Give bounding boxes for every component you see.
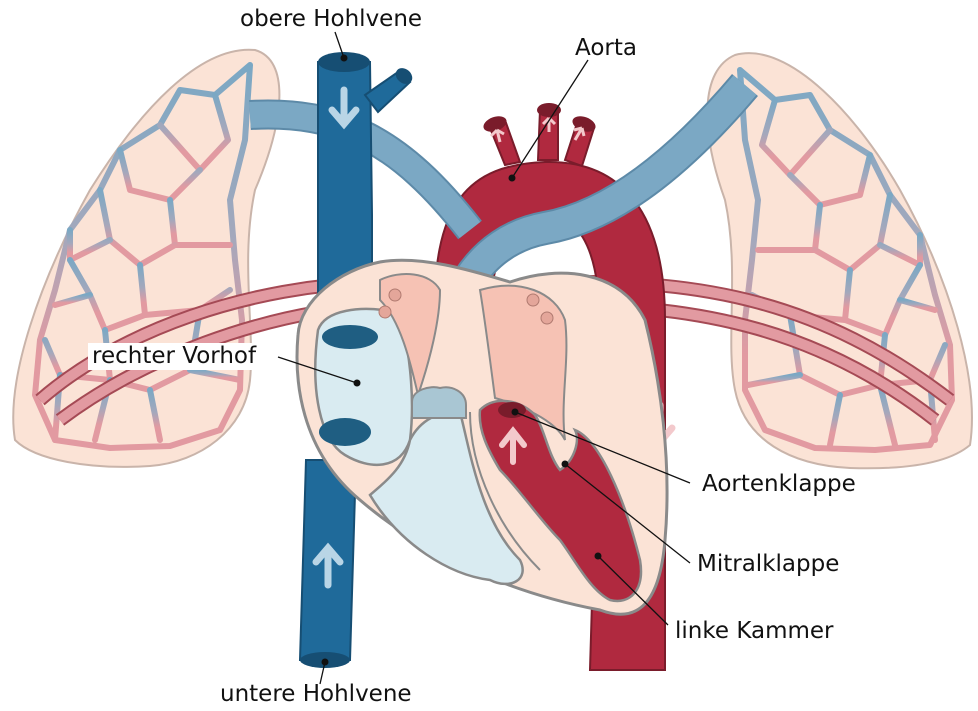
label-right-atrium: rechter Vorhof <box>88 343 260 370</box>
right-lung <box>707 53 972 468</box>
label-aortic-valve: Aortenklappe <box>702 473 856 496</box>
label-mitral-valve: Mitralklappe <box>697 553 839 576</box>
left-lung <box>13 50 279 467</box>
label-aorta: Aorta <box>575 37 637 60</box>
label-superior-vena-cava: obere Hohlvene <box>240 8 422 31</box>
label-inferior-vena-cava: untere Hohlvene <box>220 683 412 706</box>
label-left-ventricle: linke Kammer <box>675 620 834 643</box>
inferior-vena-cava <box>300 460 356 668</box>
